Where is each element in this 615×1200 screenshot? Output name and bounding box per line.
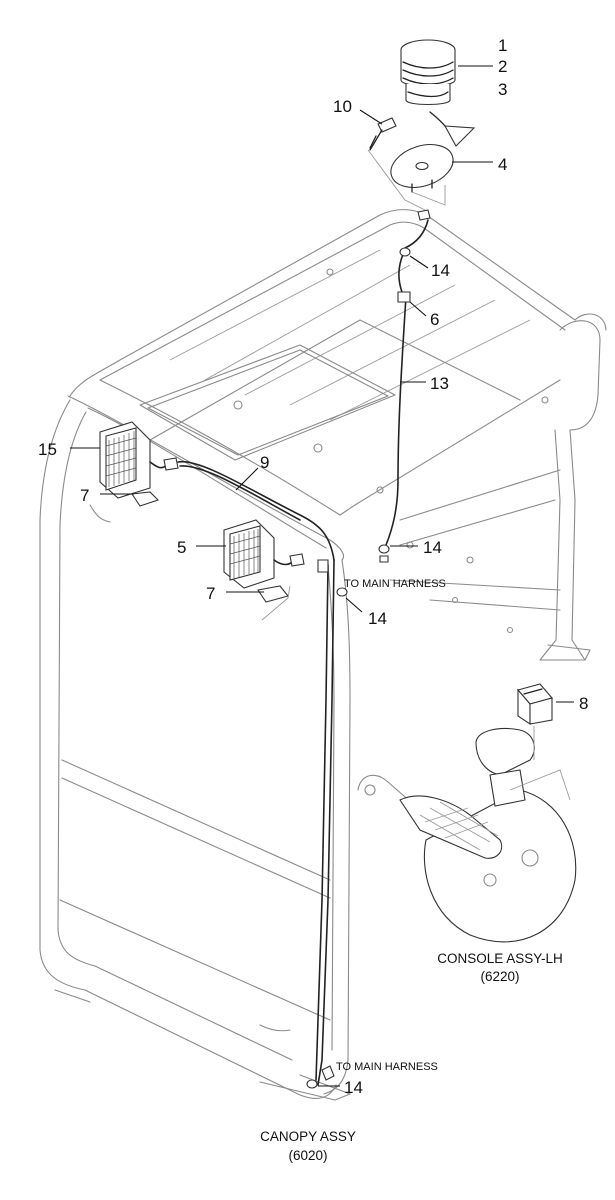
console-assy-label: CONSOLE ASSY-LH (437, 951, 563, 966)
callout-6: 6 (430, 310, 439, 329)
connector-6 (397, 291, 411, 303)
callout-8: 8 (579, 694, 588, 713)
grommet-mid (378, 544, 390, 554)
callout-14-right: 14 (368, 609, 387, 628)
canopy-frame (39, 209, 607, 1101)
callout-14-bottom: 14 (344, 1078, 363, 1097)
callout-4: 4 (498, 155, 507, 174)
grommet-top (399, 247, 411, 257)
beacon-lamp (400, 39, 456, 106)
callout-15: 15 (38, 440, 57, 459)
canopy-assy-label: CANOPY ASSY (260, 1129, 356, 1144)
callout-7-lower: 7 (206, 584, 215, 603)
callout-1: 1 (498, 36, 507, 55)
leader-lines (70, 65, 574, 1087)
canopy-assy-code: (6020) (288, 1148, 327, 1163)
grommet-bottom (306, 1079, 318, 1089)
callout-7-upper: 7 (80, 486, 89, 505)
beacon-mount-base (367, 144, 454, 221)
callout-3: 3 (498, 80, 507, 99)
callout-14-mid: 14 (423, 538, 442, 557)
grommet-right (336, 587, 348, 597)
lamp-harness (177, 460, 348, 1089)
console-assy-code: (6220) (480, 969, 519, 984)
rocker-switch (517, 683, 553, 760)
callout-2: 2 (498, 57, 507, 76)
assembly-arrow-head (444, 125, 476, 147)
note-to-main-harness-upper: TO MAIN HARNESS (344, 578, 446, 590)
note-to-main-harness-lower: TO MAIN HARNESS (336, 1061, 438, 1073)
work-lamp-15 (99, 421, 179, 507)
work-lamp-5 (223, 519, 305, 621)
callout-10: 10 (333, 97, 352, 116)
callout-13: 13 (430, 374, 449, 393)
beacon-harness (378, 219, 429, 563)
callout-9: 9 (260, 453, 269, 472)
mounting-screw (369, 117, 397, 151)
callout-numbers: 1 2 3 4 10 14 6 13 15 9 7 5 7 14 14 8 14 (38, 36, 588, 1097)
callout-5: 5 (177, 538, 186, 557)
callout-14-top: 14 (431, 261, 450, 280)
lamp-bracket-7b (257, 585, 289, 603)
console-assembly (357, 727, 577, 943)
lamp-bracket-7a (131, 491, 160, 507)
